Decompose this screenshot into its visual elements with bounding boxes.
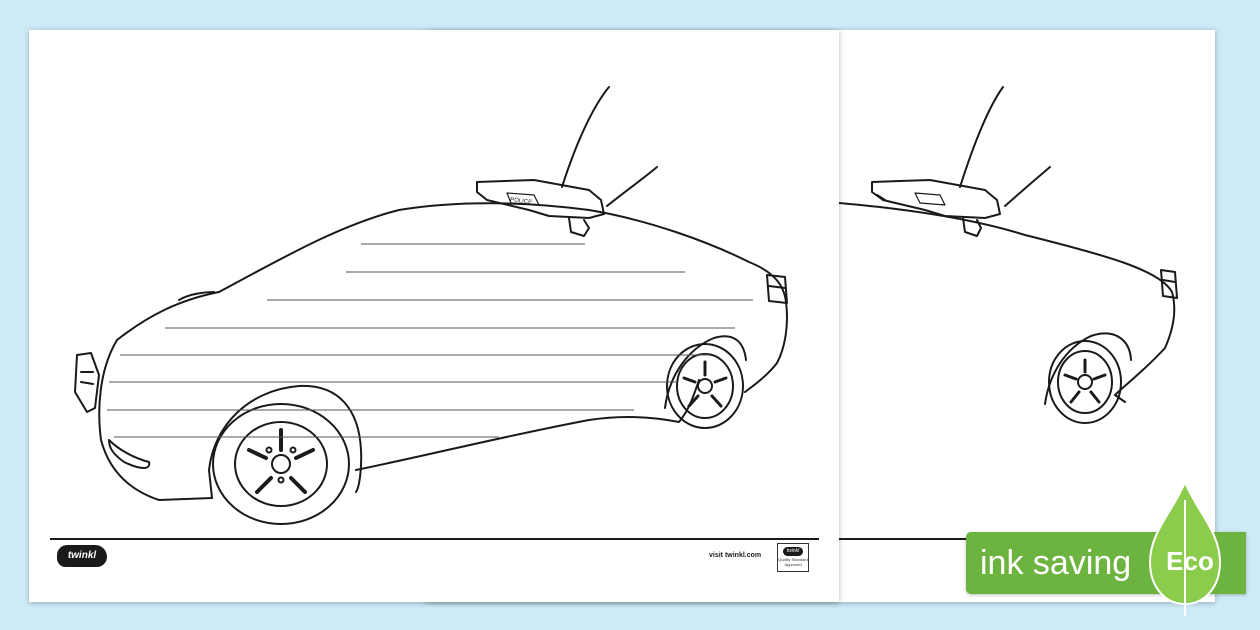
eco-badge: Eco xyxy=(1166,546,1214,576)
ink-saving-label: ink saving xyxy=(980,544,1132,582)
leaf-drop-icon xyxy=(1148,480,1222,616)
twinkl-logo: twinkl xyxy=(57,545,107,567)
police-text: POLICE xyxy=(510,197,533,206)
badge-logo: twinkl xyxy=(783,547,803,556)
worksheet-page-front: POLICE twinkl visit twinkl.com twinkl Qu… xyxy=(29,30,839,602)
badge-text: Quality Standard Approved xyxy=(778,557,808,567)
footer-link: visit twinkl.com xyxy=(709,552,762,559)
police-car-outline-front xyxy=(74,86,788,525)
police-label: POLICE xyxy=(510,197,533,206)
quality-badge: twinkl Quality Standard Approved xyxy=(777,543,809,572)
footer-divider xyxy=(50,538,819,540)
writing-lines xyxy=(107,243,753,438)
